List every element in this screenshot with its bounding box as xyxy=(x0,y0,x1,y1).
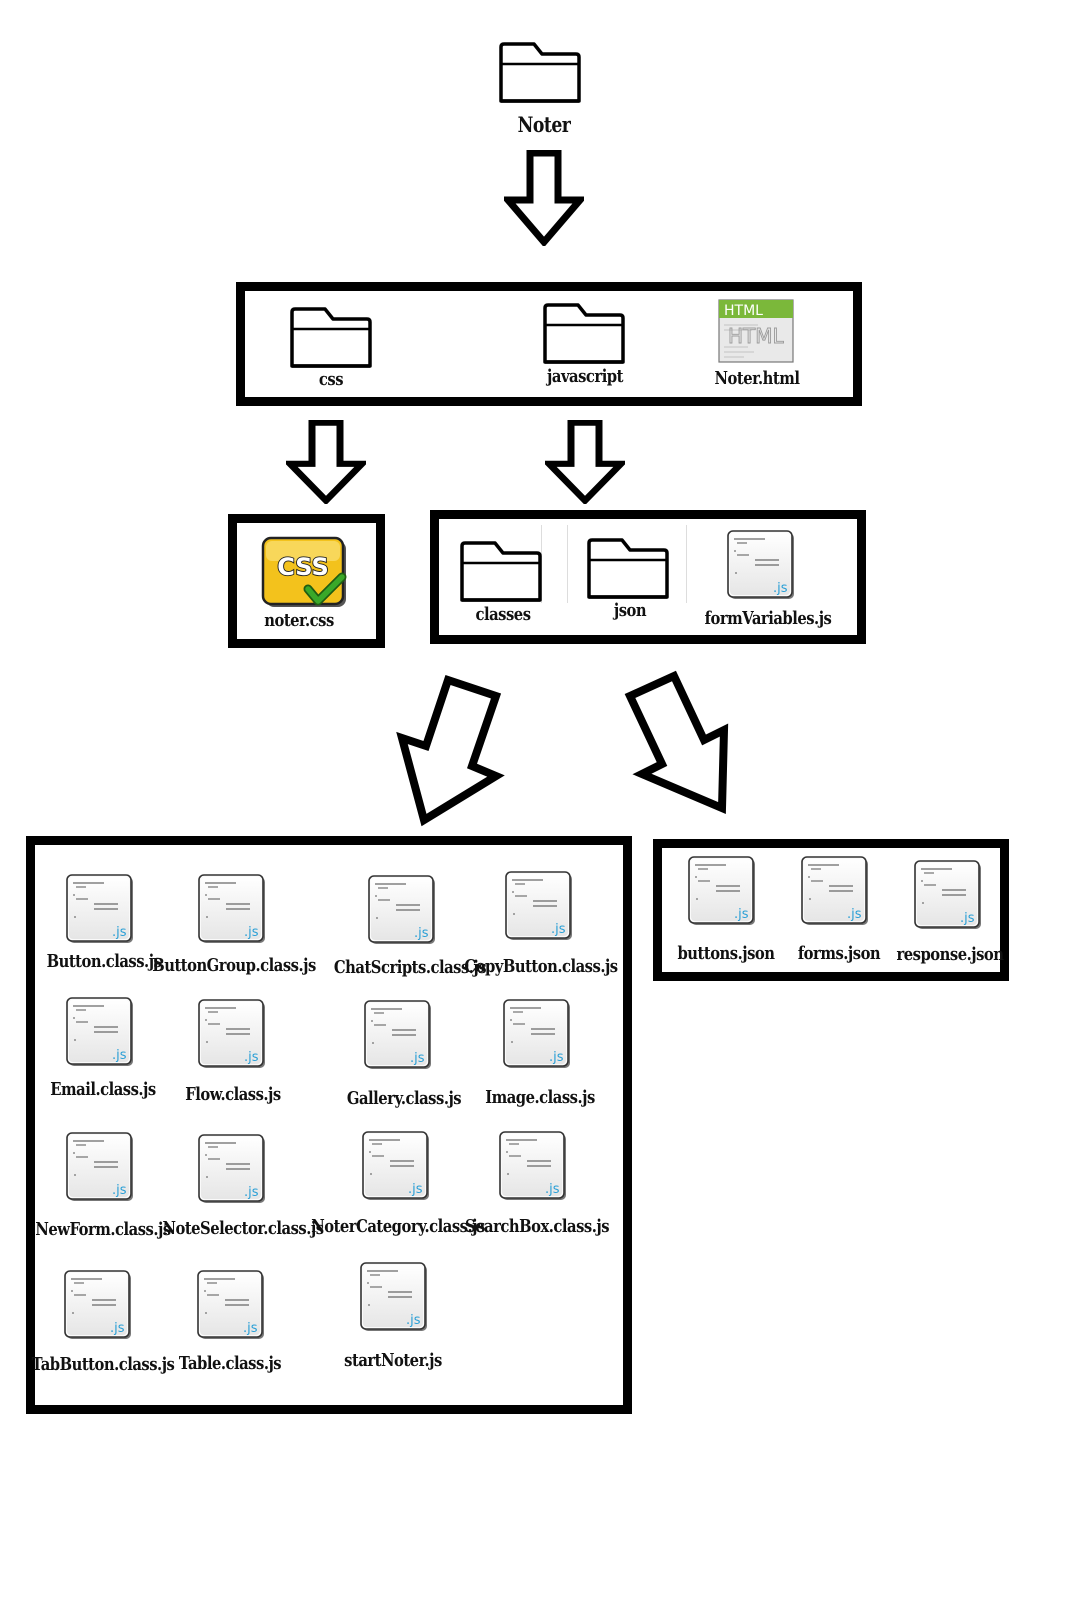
class-file-label: Image.class.js xyxy=(485,1087,595,1108)
class-file-label: TabButton.class.js xyxy=(31,1354,175,1375)
class-file-label: Flow.class.js xyxy=(185,1084,281,1105)
js-file-icon xyxy=(505,871,575,943)
classes-folder-icon xyxy=(459,541,543,603)
noter-folder-label: Noter xyxy=(517,112,571,137)
class-file-label: Button.class.js xyxy=(46,951,162,972)
class-file-label: ButtonGroup.class.js xyxy=(152,955,316,976)
separator xyxy=(567,525,568,603)
js-file-icon xyxy=(66,1132,136,1204)
js-file-icon xyxy=(727,530,797,602)
class-file-label: SearchBox.class.js xyxy=(464,1216,610,1237)
js-file-icon xyxy=(66,997,136,1069)
separator xyxy=(686,525,687,603)
js-file-icon xyxy=(66,874,136,946)
js-file-icon xyxy=(364,1000,434,1072)
json-file-label: forms.json xyxy=(797,943,881,964)
js-file-icon xyxy=(64,1270,134,1342)
js-file-icon xyxy=(362,1131,432,1203)
formvariables-js-label: formVariables.js xyxy=(704,608,832,629)
class-file-label: ChatScripts.class.js xyxy=(333,957,487,978)
js-file-icon xyxy=(197,1270,267,1342)
class-file-label: NoterCategory.class.js xyxy=(311,1216,485,1237)
class-file-label: startNoter.js xyxy=(344,1350,442,1371)
arrow-down-icon xyxy=(286,420,366,504)
classes-folder-label: classes xyxy=(475,604,531,625)
javascript-folder-label: javascript xyxy=(547,366,623,387)
class-file-label: Gallery.class.js xyxy=(346,1088,462,1109)
css-folder-icon xyxy=(289,307,373,369)
svg-text:CSS: CSS xyxy=(277,553,329,581)
arrow-down-icon xyxy=(504,150,584,246)
json-folder-label: json xyxy=(613,600,647,621)
noter-folder-icon xyxy=(498,42,582,104)
js-file-icon xyxy=(503,999,573,1071)
json-file-icon xyxy=(688,856,758,928)
svg-text:HTML: HTML xyxy=(724,303,763,319)
json-file-icon xyxy=(801,856,871,928)
javascript-folder-icon xyxy=(542,303,626,365)
css-folder-label: css xyxy=(318,369,344,390)
json-file-icon xyxy=(914,860,984,932)
json-file-label: response.json xyxy=(896,944,1004,965)
svg-text:HTML: HTML xyxy=(728,324,785,348)
class-file-label: Table.class.js xyxy=(178,1353,282,1374)
js-file-icon xyxy=(360,1262,430,1334)
arrow-down-left-icon xyxy=(390,672,510,832)
class-file-label: CopyButton.class.js xyxy=(464,956,618,977)
js-file-icon xyxy=(198,1134,268,1206)
js-file-icon xyxy=(499,1131,569,1203)
class-file-label: NewForm.class.js xyxy=(35,1219,171,1240)
html-file-icon: HTML HTML xyxy=(718,299,794,363)
js-file-icon xyxy=(368,875,438,947)
json-folder-icon xyxy=(586,538,670,600)
arrow-down-icon xyxy=(545,420,625,504)
class-file-label: Email.class.js xyxy=(50,1079,156,1100)
js-file-icon xyxy=(198,999,268,1071)
class-file-label: NoteSelector.class.js xyxy=(162,1218,324,1239)
noter-css-label: noter.css xyxy=(264,610,334,631)
noter-html-label: Noter.html xyxy=(714,368,800,389)
json-file-label: buttons.json xyxy=(677,943,775,964)
js-file-icon xyxy=(198,874,268,946)
arrow-down-right-icon xyxy=(618,668,738,818)
css-file-icon: CSS xyxy=(261,536,348,609)
